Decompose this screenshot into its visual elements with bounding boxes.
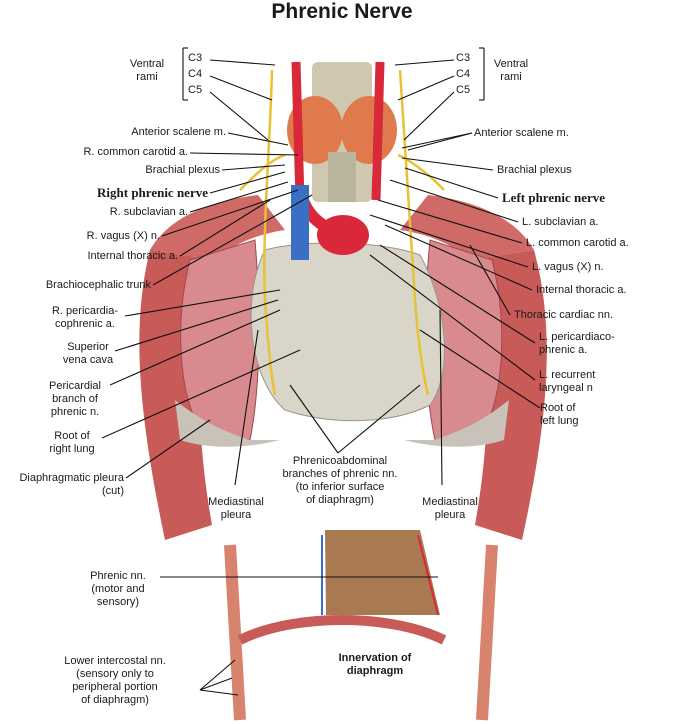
r-subclavian-label: R. subclavian a. — [109, 206, 188, 218]
c4-right-label: C4 — [456, 68, 471, 80]
l-pericardiacophrenic-label: L. pericardiaco- phrenic a. — [539, 331, 615, 356]
lower-intercostal-label: Lower intercostal nn. (sensory only to p… — [64, 655, 166, 706]
anterior-scalene-right-label: Anterior scalene m. — [474, 127, 569, 139]
c4-left-label: C4 — [188, 68, 203, 80]
internal-thoracic-left-label: Internal thoracic a. — [87, 250, 179, 262]
diaphragm-inset — [224, 530, 498, 721]
innervation-label: Innervation of diaphragm — [338, 652, 412, 677]
pericardium — [250, 242, 445, 422]
anterior-scalene-left-label: Anterior scalene m. — [131, 126, 226, 138]
diaphragmatic-pleura-label: Diaphragmatic pleura (cut) — [19, 472, 124, 497]
page-title: Phrenic Nerve — [271, 0, 413, 23]
c5-right-label: C5 — [456, 84, 471, 96]
ventral-rami-right-label: Ventral rami — [493, 58, 529, 83]
c3-left-label: C3 — [188, 52, 203, 64]
thoracic-cardiac-label: Thoracic cardiac nn. — [514, 309, 614, 321]
root-right-lung-label: Root of right lung — [49, 430, 95, 455]
internal-thoracic-right-label: Internal thoracic a. — [536, 284, 627, 296]
mediastinal-pleura-left-label: Mediastinal pleura — [208, 496, 264, 521]
r-pericardiacophrenic-label: R. pericardia- cophrenic a. — [51, 305, 119, 330]
pericardial-branch-label: Pericardial branch of phrenic n. — [49, 380, 101, 418]
brachial-plexus-right-label: Brachial plexus — [497, 164, 572, 176]
phrenic-nerves — [239, 69, 445, 396]
right-phrenic-nerve-label: Right phrenic nerve — [97, 185, 208, 200]
diaphragmatic-pleura — [175, 400, 509, 447]
l-recurrent-laryngeal-label: L. recurrent laryngeal n — [539, 369, 596, 394]
phrenicoabdominal-label: Phrenicoabdominal branches of phrenic nn… — [282, 455, 398, 506]
brachiocephalic-trunk-label: Brachiocephalic trunk — [45, 279, 151, 291]
l-vagus-label: L. vagus (X) n. — [532, 261, 604, 273]
r-common-carotid-label: R. common carotid a. — [83, 146, 188, 158]
c3-right-label: C3 — [456, 52, 471, 64]
mediastinal-pleura-right-label: Mediastinal pleura — [422, 496, 478, 521]
root-left-lung-label: Root of left lung — [540, 402, 579, 427]
superior-vena-cava-label: Superior vena cava — [62, 341, 114, 366]
l-common-carotid-label: L. common carotid a. — [526, 237, 629, 249]
great-vessels — [291, 61, 385, 260]
c5-left-label: C5 — [188, 84, 203, 96]
leader-lines — [101, 47, 541, 696]
phrenic-nn-label: Phrenic nn. (motor and sensory) — [90, 570, 146, 608]
ventral-rami-left-label: Ventral rami — [129, 58, 165, 83]
l-subclavian-label: L. subclavian a. — [522, 216, 599, 228]
r-vagus-label: R. vagus (X) n. — [86, 230, 160, 242]
brachial-plexus-left-label: Brachial plexus — [145, 164, 220, 176]
lungs — [180, 239, 503, 441]
left-phrenic-nerve-label: Left phrenic nerve — [502, 190, 606, 205]
